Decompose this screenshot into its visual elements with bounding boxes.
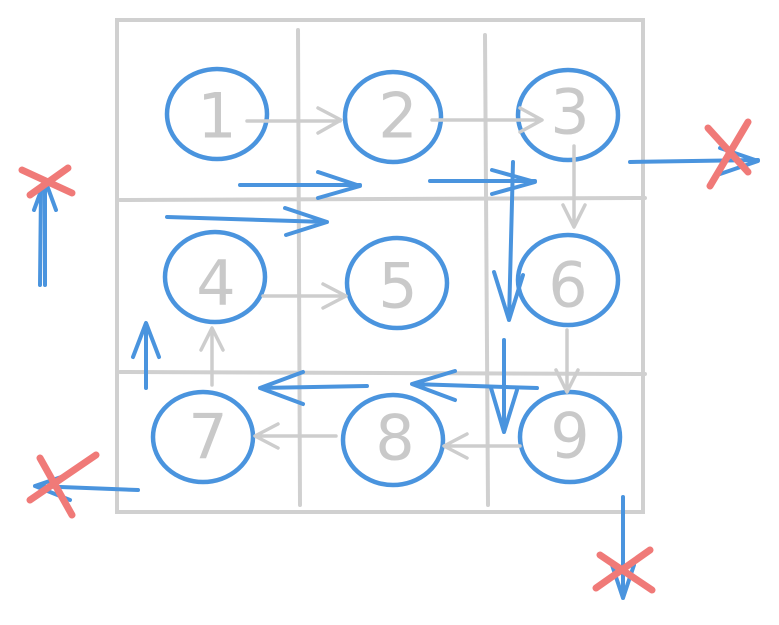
node-3-label: 3 [550,76,589,149]
gray-arrow-4-to-5 [261,282,348,310]
blue-arrow-col3-a [492,160,525,322]
cross-bottom-left-icon [26,451,100,519]
grid-line-h1 [118,196,647,202]
blue-arrow-row2 [165,206,329,237]
blue-exit-up [32,178,58,287]
cross-right-icon [704,118,752,190]
node-9-circle [517,389,623,485]
gray-arrow-7-to-4 [199,326,225,387]
gray-arrow-8-to-7 [253,422,338,450]
node-labels: 1 2 3 4 5 6 7 8 9 [188,76,589,475]
cross-top-left-icon [18,164,76,199]
node-9-label: 9 [550,400,589,473]
blue-arrow-row1-a [238,170,362,200]
node-2-label: 2 [378,80,417,153]
node-7-circle [150,389,256,485]
grid-line-v1 [296,28,302,507]
gray-arrow-6-to-9 [554,328,580,394]
blue-arrow-row3-a [410,369,539,402]
gray-arrow-9-to-8 [442,432,522,460]
blue-arrow-col1-up [131,321,161,390]
blocked-markers [18,118,752,594]
node-6-label: 6 [548,249,587,322]
node-4-circle [162,229,268,325]
node-8-circle [340,392,446,488]
node-1-circle [164,66,270,162]
cross-bottom-right-icon [592,546,656,594]
blue-arrow-row3-b [258,370,369,406]
blue-arrow-row1-b [428,168,537,196]
node-2-circle [342,69,444,165]
node-5-circle [344,235,450,331]
node-4-label: 4 [196,247,235,320]
node-3-circle [515,67,621,163]
grid-outer-border [115,18,645,514]
gray-arrow-2-to-3 [430,106,544,134]
node-7-label: 7 [188,401,227,474]
gray-arrow-3-to-6 [561,144,587,229]
grid [115,18,647,514]
gray-arrow-1-to-2 [245,106,343,135]
node-6-circle [515,232,621,328]
node-5-label: 5 [378,250,417,323]
grid-line-v2 [483,33,490,507]
node-circles [150,66,623,488]
node-1-label: 1 [197,80,236,153]
node-8-label: 8 [375,402,414,475]
gray-edges [199,106,587,460]
